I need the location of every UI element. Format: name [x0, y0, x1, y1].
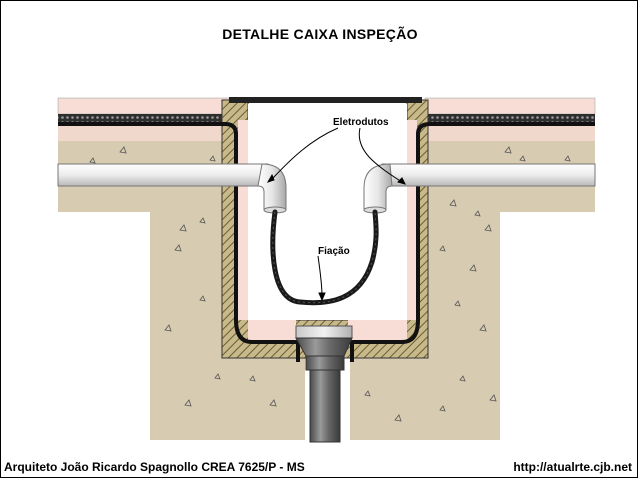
pavement-layer-right: [424, 97, 596, 115]
wiring-cable: [270, 209, 379, 306]
box-lining-right: [407, 120, 417, 320]
website-url: http://atualrte.cjb.net: [513, 460, 632, 474]
pavement-layer-left: [57, 97, 231, 115]
concrete-aggregate: [89, 146, 571, 422]
conduit-left: [57, 163, 287, 214]
drain-outlet: [295, 325, 353, 443]
concrete-mass: [58, 141, 595, 440]
label-eletrodutos: Eletrodutos: [333, 117, 389, 128]
label-fiacao: Fiação: [318, 246, 350, 257]
box-lid: [229, 97, 422, 103]
box-lining-bottom-right: [348, 320, 407, 342]
waterproofing-membrane: [58, 122, 595, 362]
leader-lines: [266, 127, 406, 302]
box-lining-bottom-left: [248, 320, 296, 342]
drawing-title: DETALHE CAIXA INSPEÇÃO: [222, 26, 418, 42]
conduit-right: [363, 163, 596, 214]
author-credit: Arquiteto João Ricardo Spagnollo CREA 76…: [4, 460, 305, 474]
box-lining-left: [238, 120, 248, 320]
